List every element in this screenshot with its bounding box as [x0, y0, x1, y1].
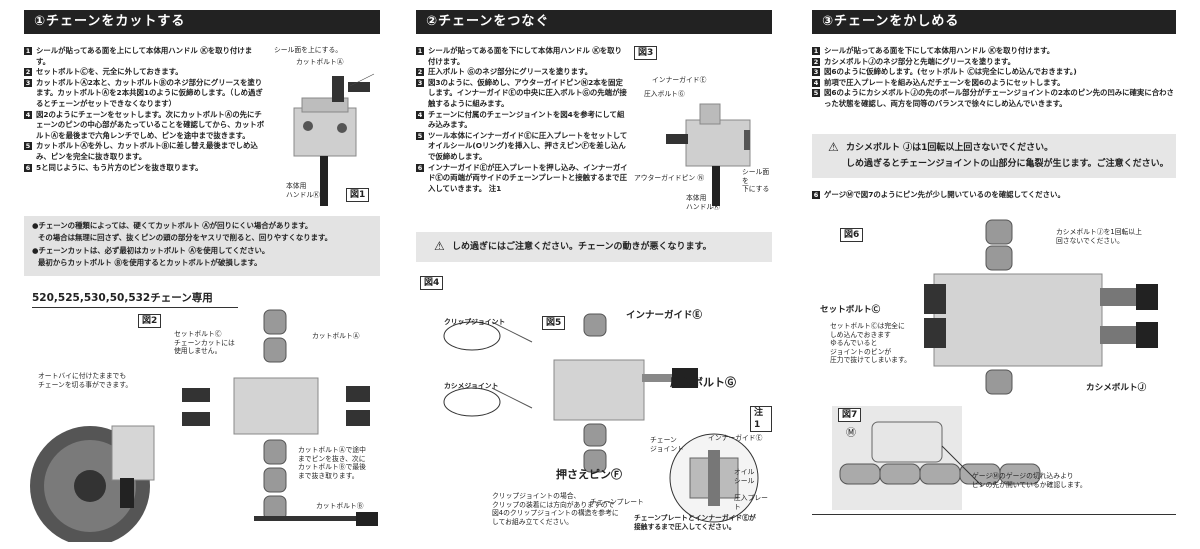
gauge-m-marker: Ⓜ: [846, 428, 856, 439]
label-inner-guide-e: インナーガイドⒺ: [626, 310, 703, 321]
label-inner-guide-small: インナーガイドⒺ: [708, 434, 763, 442]
figure-4-label: 図4: [420, 276, 444, 290]
label-chain-joint: チェーン ジョイント: [650, 436, 684, 453]
section-title: ①チェーンをカットする: [24, 10, 380, 34]
overtighten-warning: ⚠ しめ過ぎにはご注意ください。チェーンの動きが悪くなります。: [416, 232, 772, 262]
label-seal-down: シール面を 下にする: [742, 168, 770, 194]
sprocket-image: [30, 425, 155, 542]
label-clip-note: クリップジョイントの場合、 クリップの装着には方向がありますので 図4のクリップ…: [492, 492, 619, 526]
label-handle: 本体用 ハンドルⓀ: [286, 182, 320, 199]
label-outer-guide-pin: アウターガイドピン Ⓝ: [634, 174, 705, 182]
crimp-tool-image: [924, 219, 1158, 395]
crimp-warning: ⚠ カシメボルト Ⓙは1回転以上回さないでください。 しめ過ぎるとチェーンジョイ…: [812, 134, 1176, 178]
figure-2-label: 図2: [138, 314, 162, 328]
label-set-bolt-note: セットボルトⒸは完全に しめ込んでおきます ゆるんでいると ジョイントのピンが …: [830, 322, 911, 365]
chain-press-image: [553, 313, 645, 473]
figure-7-label: 図7: [838, 408, 862, 422]
label-oil-seal: オイル シール: [734, 468, 755, 485]
section-title: ③チェーンをかしめる: [812, 10, 1176, 34]
label-gauge-check: ゲージⓂのゲージの切れ込みより ピンの先が開いているか確認します。: [972, 472, 1087, 489]
label-cut-bolt-b: カットボルトⒷ: [316, 502, 364, 510]
label-press-plate: 圧入プレート: [734, 494, 768, 511]
cutter-tool-image: [293, 73, 375, 206]
caution-note: ●チェーンの種類によっては、硬くてカットボルト Ⓐが回りにくい場合があります。 …: [24, 216, 380, 276]
figure-3-label: 図3: [634, 46, 658, 60]
warning-icon: ⚠: [828, 140, 839, 154]
joint-diagram: [443, 321, 533, 417]
label-inner-guide: インナーガイドⒺ: [652, 76, 707, 84]
cut-bolt-b-image: [254, 512, 378, 526]
press-detail-diagram: [669, 433, 759, 523]
figure-5-label: 図5: [542, 316, 566, 330]
note-1-label: 注1: [750, 406, 772, 432]
label-kashime-top: カシメボルトⒿを1回転以上 回さないでください。: [1056, 228, 1142, 245]
figure-1-label: 図1: [346, 188, 370, 202]
label-chain-plate: チェーンプレート: [590, 498, 644, 506]
label-cut-bolt-a-sequence: カットボルトⒶで途中 までピンを抜き、次に カットボルトⒷで最後 まで抜き取りま…: [298, 446, 366, 480]
label-press-bolt: 圧入ボルトⒼ: [644, 90, 685, 98]
gauge-image: [839, 421, 1041, 487]
label-set-bolt-c: セットボルトⒸ: [820, 305, 881, 315]
label-on-bike: オートバイに付けたままでも チェーンを切る事ができます。: [38, 372, 133, 389]
label-set-bolt-c: セットボルトⒸ チェーンカットには 使用しません。: [174, 330, 235, 356]
press-tool-image: [666, 103, 751, 206]
label-clip-joint: クリップジョイント: [444, 318, 506, 326]
warning-icon: ⚠: [434, 239, 445, 253]
label-cut-bolt-a: カットボルトⒶ: [296, 58, 344, 66]
label-seal-up: シール面を上にする。: [274, 46, 343, 54]
label-kashime-joint: カシメジョイント: [444, 382, 499, 390]
chain-in-tool-image: [182, 309, 370, 521]
label-handle: 本体用 ハンドルⓀ: [686, 194, 720, 211]
figure-6-label: 図6: [840, 228, 864, 242]
label-press-bolt-g: 圧入ボルトⒼ: [670, 376, 736, 389]
label-contact: チェーンプレートとインナーガイドⒺが 接触するまで圧入してください。: [634, 514, 756, 531]
section-title: ②チェーンをつなぐ: [416, 10, 772, 34]
label-kashime-bolt-j: カシメボルトⒿ: [1086, 383, 1147, 393]
chain-compat-subtitle: 520,525,530,50,532チェーン専用: [32, 290, 238, 308]
label-press-pin-f: 押さえピンⒻ: [556, 468, 622, 481]
section-divider: [812, 514, 1176, 515]
label-cut-bolt-a-fig2: カットボルトⒶ: [312, 332, 360, 340]
press-bolt-image: [642, 368, 698, 388]
